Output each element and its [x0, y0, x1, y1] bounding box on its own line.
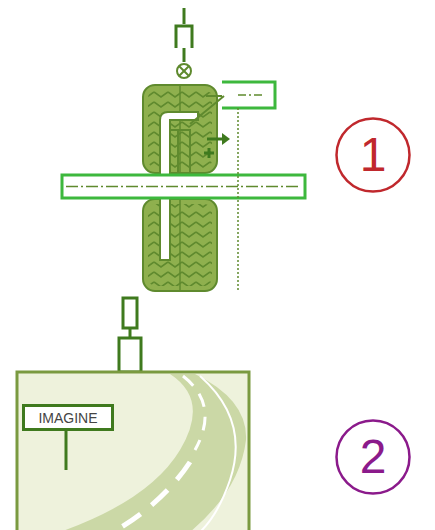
callout-text: 1 [360, 131, 387, 179]
top-connector [176, 8, 192, 62]
circle-outline [337, 421, 410, 494]
bottom-connector [119, 298, 141, 372]
callout-number: 2 [335, 419, 411, 495]
crossed-circle [177, 64, 191, 78]
sign-border [24, 406, 113, 430]
road-picture [17, 372, 249, 530]
callout-number: 1 [335, 117, 411, 193]
plus-arrow [204, 133, 230, 158]
callout-text: 2 [360, 433, 387, 481]
circle-outline [337, 119, 410, 192]
axle [62, 175, 305, 198]
switch-bar [190, 82, 275, 290]
road-sign: IMAGINE [22, 404, 114, 431]
sign-text: IMAGINE [38, 411, 97, 425]
